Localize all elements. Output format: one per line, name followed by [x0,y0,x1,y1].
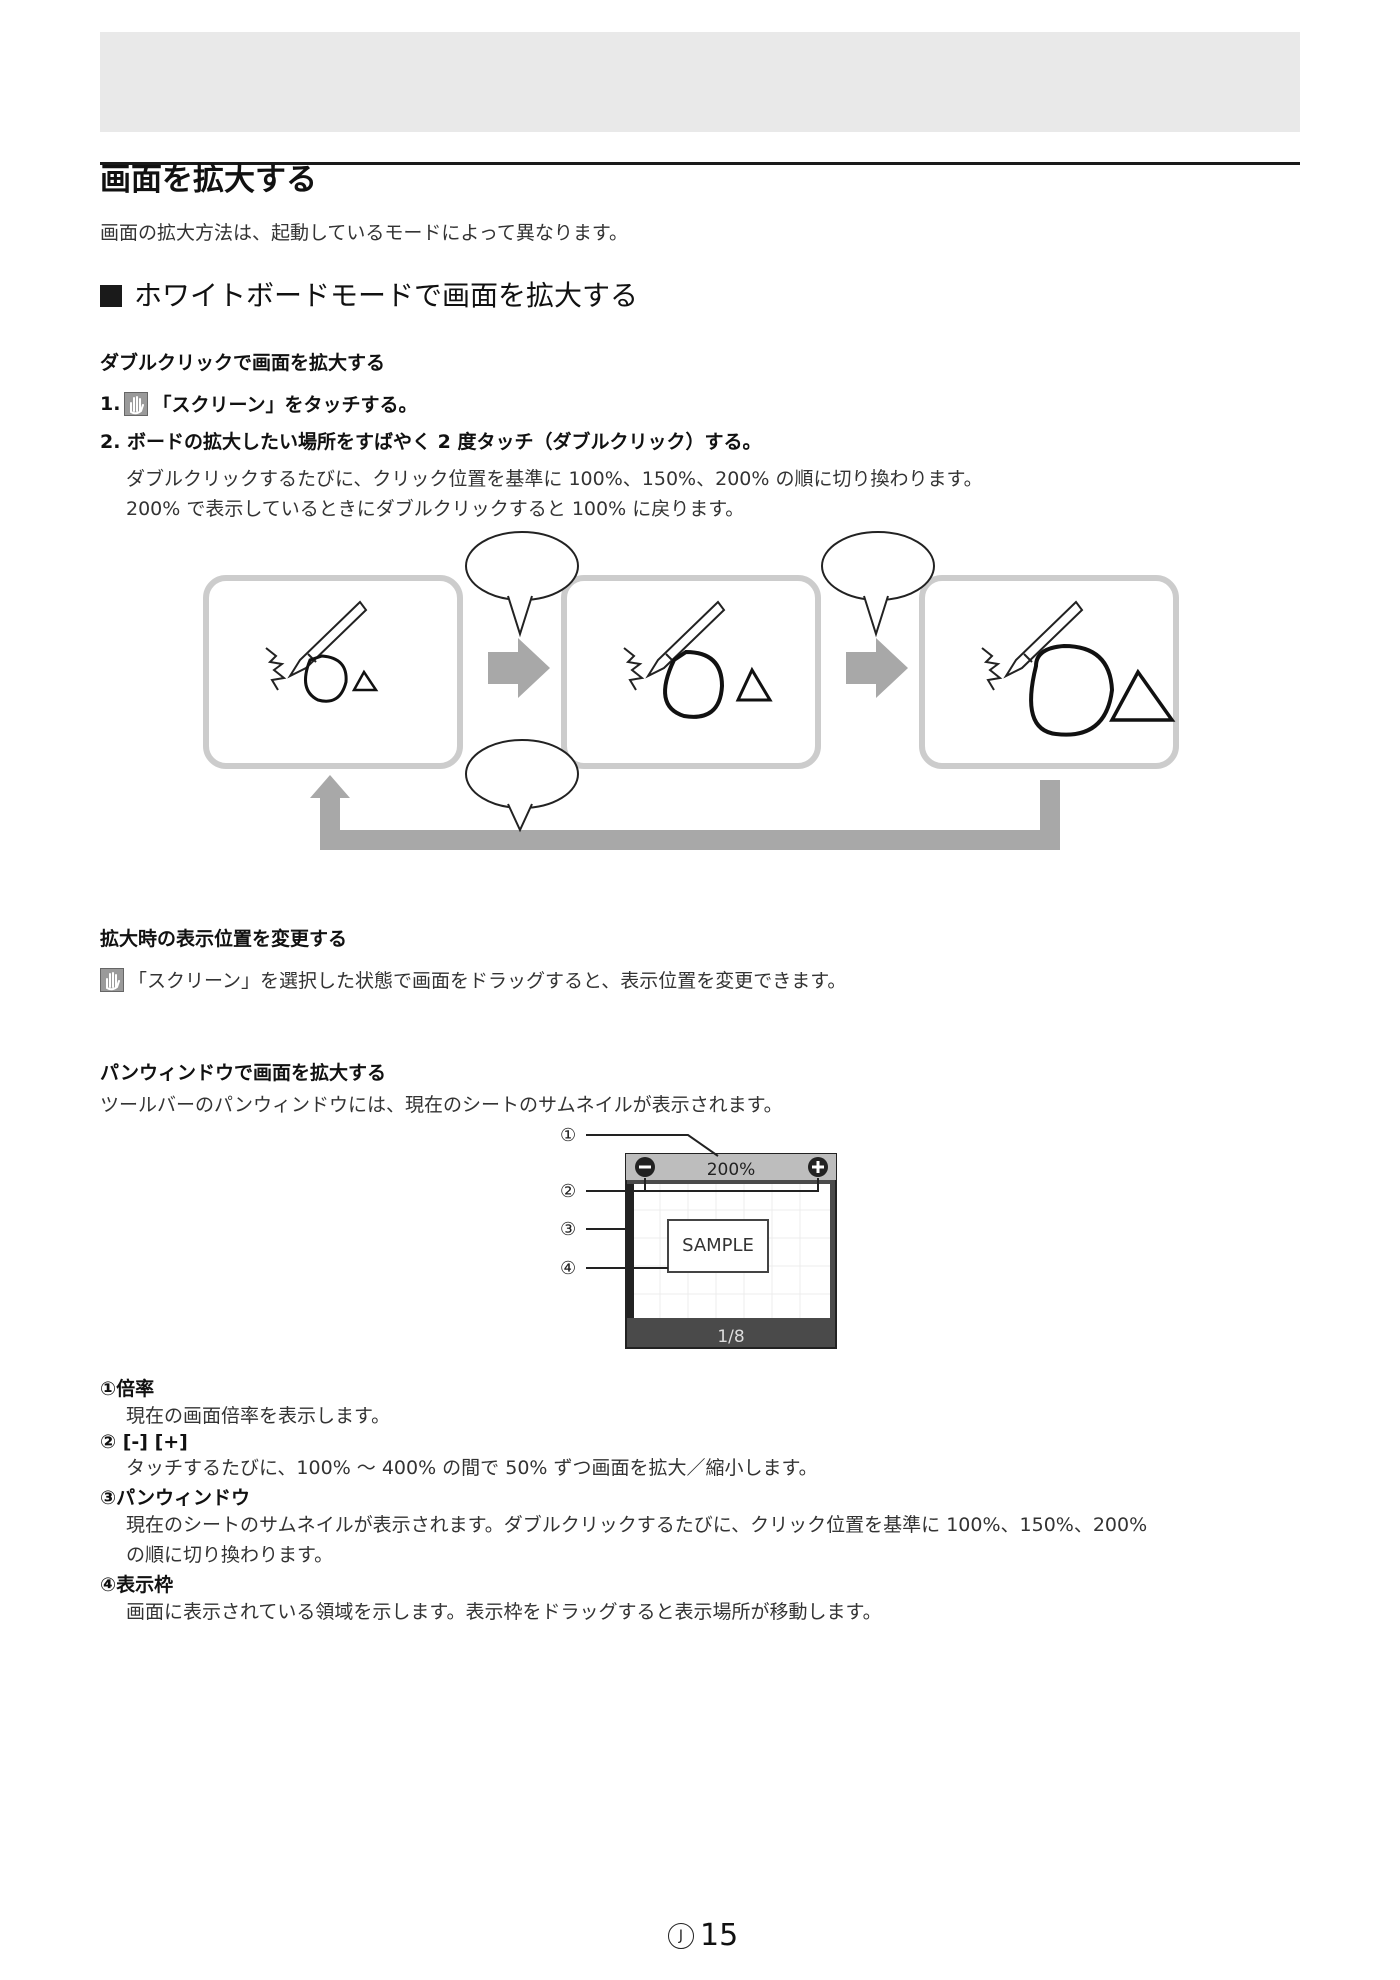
item-desc-3-cont: の順に切り換わります。 [126,1544,334,1566]
section-heading: ホワイトボードモードで画面を拡大する [100,276,638,316]
title-rule [100,162,1300,165]
screen-hand-icon [100,967,124,992]
language-mark: J [668,1922,694,1949]
zoom-diagram [203,531,1179,850]
pan-window-figure: ① ② ③ ④ 200% SAMPLE 1/8 [560,1125,837,1349]
item-desc-2: タッチするたびに、100% ～ 400% の間で 50% ずつ画面を拡大／縮小し… [126,1457,818,1479]
double-click-desc-1: ダブルクリックするたびに、クリック位置を基準に 100%、150%、200% の… [126,468,983,490]
speech-bubble-2 [821,531,935,638]
return-path [320,780,1060,850]
pan-heading: パンウィンドウで画面を拡大する [100,1062,386,1084]
callout-2: ② [560,1181,576,1202]
tap-burst-icon [623,647,645,691]
return-arrowhead [310,775,350,798]
view-frame[interactable] [667,1219,769,1273]
page-indicator: 1/8 [717,1327,744,1347]
circle-drawing [304,654,348,703]
tap-burst-icon [981,647,1003,691]
triangle-drawing [351,669,379,692]
callout-4: ④ [560,1258,576,1279]
step-1: 1. 「スクリーン」をタッチする。 [100,390,418,417]
step-2: 2. ボードの拡大したい場所をすばやく 2 度タッチ（ダブルクリック）する。 [100,431,762,453]
intro-text: 画面の拡大方法は、起動しているモードによって異なります。 [100,222,629,244]
double-click-desc-2: 200% で表示しているときにダブルクリックすると 100% に戻ります。 [126,498,745,520]
item-label-4: ④表示枠 [100,1574,174,1596]
arrow-right-1 [488,638,550,698]
page-number: J 15 [668,1918,738,1953]
triangle-drawing [735,666,773,702]
pen-icon [1003,600,1084,679]
item-label-2: ② [-] [+] [100,1431,188,1453]
item-desc-1: 現在の画面倍率を表示します。 [126,1405,391,1427]
zoom-value: 200% [707,1160,756,1180]
callout-3: ③ [560,1219,576,1240]
screen-hand-icon [124,391,149,416]
speech-bubble-3 [465,739,579,833]
item-desc-4: 画面に表示されている領域を示します。表示枠をドラッグすると表示場所が移動します。 [126,1601,882,1623]
pan-window-toolbar [626,1154,836,1180]
position-text: 「スクリーン」を選択した状態で画面をドラッグすると、表示位置を変更できます。 [128,970,847,992]
panel-150 [561,575,821,769]
pan-intro: ツールバーのパンウィンドウには、現在のシートのサムネイルが表示されます。 [100,1094,783,1116]
position-heading: 拡大時の表示位置を変更する [100,928,348,950]
pan-window-scroll-bar [626,1184,634,1318]
speech-bubble-1 [465,531,579,638]
double-click-heading: ダブルクリックで画面を拡大する [100,352,386,374]
callout-1: ① [560,1125,576,1146]
step-1-number: 1. [100,392,121,415]
item-label-3: ③パンウィンドウ [100,1487,251,1509]
square-bullet-icon [100,285,122,307]
item-list: ①倍率 現在の画面倍率を表示します。 ② [-] [+] タッチするたびに、10… [100,1374,1300,1627]
section-heading-text: ホワイトボードモードで画面を拡大する [134,279,639,312]
callout-line-2b [645,1178,819,1192]
position-text-line: 「スクリーン」を選択した状態で画面をドラッグすると、表示位置を変更できます。 [100,966,846,993]
sample-text: SAMPLE [682,1235,754,1256]
triangle-drawing [1109,668,1176,722]
item-label-1: ①倍率 [100,1378,155,1400]
step-1-text: 「スクリーン」をタッチする。 [152,394,418,416]
page-number-value: 15 [700,1918,739,1953]
callout-line-1 [586,1134,719,1157]
panel-100 [203,575,463,769]
page-title: 画面を拡大する [100,162,317,198]
item-desc-3: 現在のシートのサムネイルが表示されます。ダブルクリックするたびに、クリック位置を… [126,1514,1148,1536]
arrow-right-2 [846,638,908,698]
tap-burst-icon [265,647,287,691]
circle-drawing [663,649,725,719]
header-band [100,32,1300,132]
circle-drawing [1029,643,1115,737]
